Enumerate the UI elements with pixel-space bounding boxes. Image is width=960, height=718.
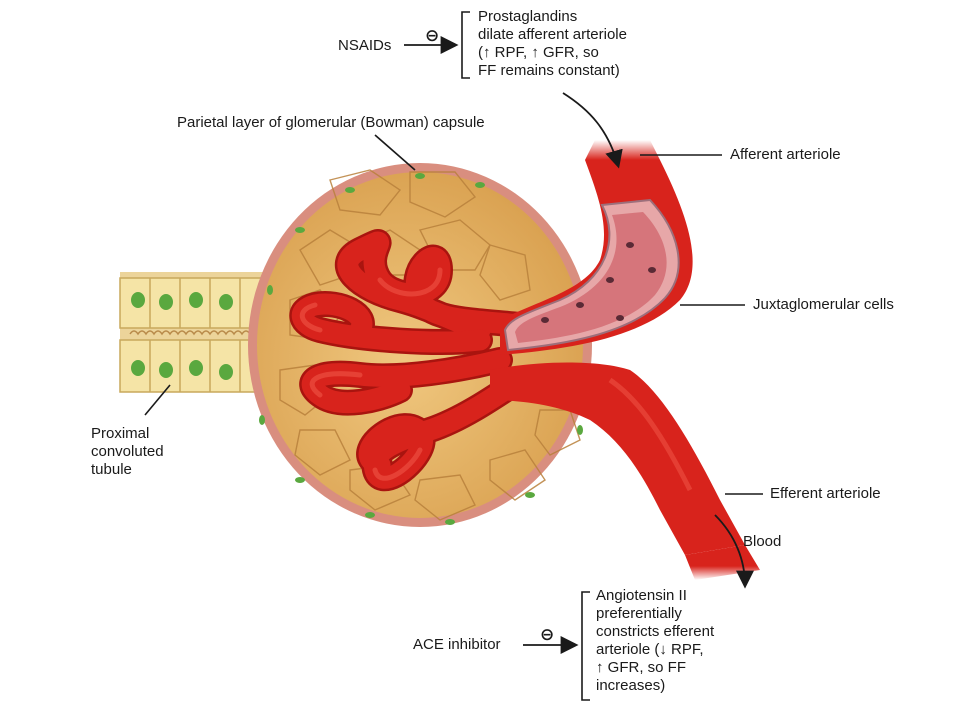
prostaglandins-line-4: FF remains constant): [478, 62, 620, 79]
blood-label: Blood: [743, 533, 782, 550]
prostaglandins-line-3: (↑ RPF, ↑ GFR, so: [478, 44, 599, 61]
prostaglandins-line-2: dilate afferent arteriole: [478, 26, 627, 43]
angiotensin-text: Angiotensin II preferentially constricts…: [596, 587, 714, 695]
ace-inhibit-symbol: ⊖: [540, 625, 555, 644]
efferent-arteriole-label: Efferent arteriole: [770, 485, 881, 502]
proximal-tubule-label: Proximal convoluted tubule: [91, 425, 164, 479]
angiotensin-line-1: Angiotensin II: [596, 587, 687, 604]
angiotensin-line-4: arteriole (↓ RPF,: [596, 641, 704, 658]
brackets: [461, 11, 590, 701]
angiotensin-line-3: constricts efferent: [596, 623, 715, 640]
arrows: [404, 36, 754, 654]
angiotensin-line-5: ↑ GFR, so FF: [596, 659, 686, 676]
leader-lines: [144, 134, 763, 495]
prostaglandins-text: Prostaglandins dilate afferent arteriole…: [478, 8, 627, 80]
glomerular-capillaries: [289, 229, 533, 492]
prostaglandins-line-1: Prostaglandins: [478, 8, 578, 25]
juxtaglomerular-cells-label: Juxtaglomerular cells: [753, 296, 894, 313]
ace-inhibitor-label: ACE inhibitor: [413, 636, 501, 653]
angiotensin-line-6: increases): [596, 677, 666, 694]
angiotensin-line-2: preferentially: [596, 605, 682, 622]
proximal-line-3: tubule: [91, 461, 132, 478]
proximal-tubule: [119, 272, 280, 393]
afferent-arteriole: [500, 140, 693, 355]
nsaid-inhibit-symbol: ⊖: [425, 26, 440, 45]
parietal-layer-label: Parietal layer of glomerular (Bowman) ca…: [177, 114, 485, 131]
nsaids-label: NSAIDs: [338, 37, 392, 54]
proximal-line-2: convoluted: [91, 443, 164, 460]
proximal-line-1: Proximal: [91, 425, 150, 442]
afferent-arteriole-label: Afferent arteriole: [730, 146, 841, 163]
